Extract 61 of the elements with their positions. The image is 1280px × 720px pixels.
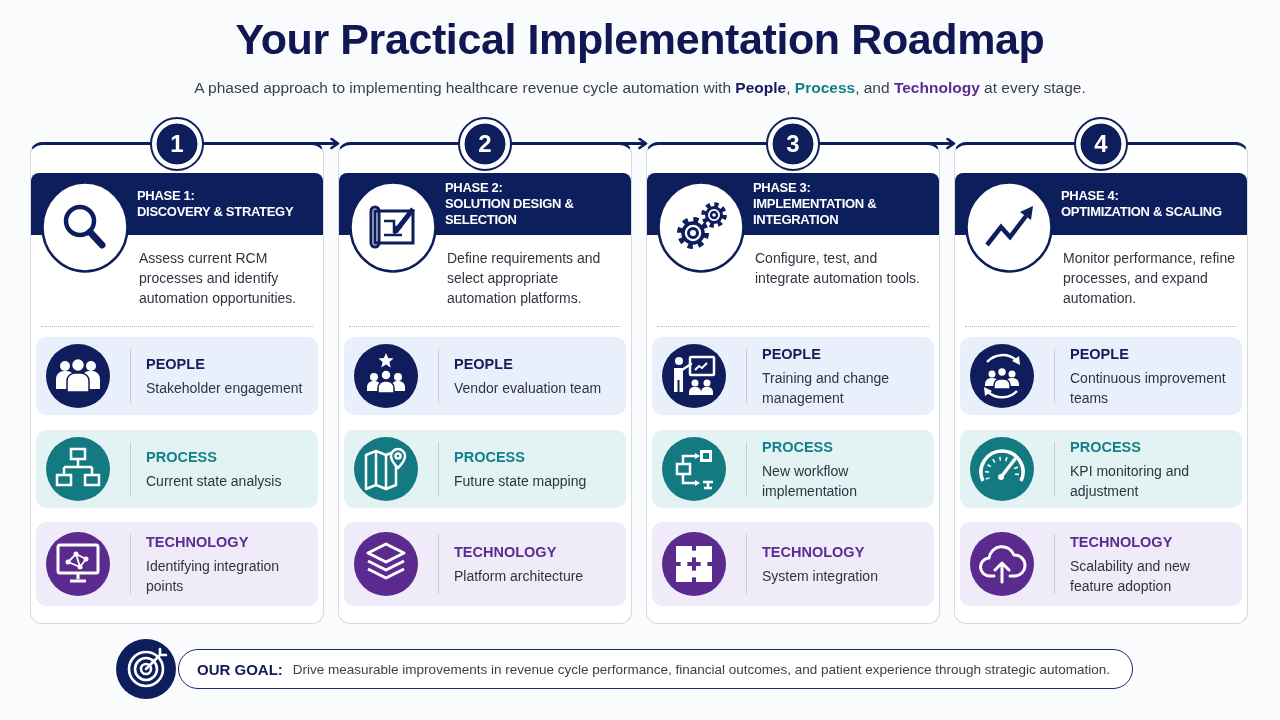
category-description: System integration — [762, 566, 878, 586]
phase-title: SOLUTION DESIGN & SELECTION — [445, 196, 575, 228]
category-panel — [344, 430, 626, 508]
category-panel — [652, 522, 934, 606]
phase-number: PHASE 4: — [1061, 188, 1119, 204]
step-number: 4 — [1094, 129, 1108, 158]
goal-heading: OUR GOAL: — [197, 660, 283, 678]
phase-title: OPTIMIZATION & SCALING — [1061, 204, 1222, 220]
category-panel — [36, 522, 318, 606]
category-description: Stakeholder engagement — [146, 378, 303, 398]
category-heading: PEOPLE — [454, 354, 513, 373]
category-description: Vendor evaluation team — [454, 378, 602, 398]
category-heading: PROCESS — [146, 447, 217, 466]
category-heading: TECHNOLOGY — [762, 542, 865, 561]
category-heading: TECHNOLOGY — [146, 532, 249, 551]
goal-banner — [178, 649, 1133, 689]
step-number: 2 — [478, 129, 492, 158]
category-panel — [36, 430, 318, 508]
category-description: Training and change management — [762, 368, 891, 408]
category-description: Current state analysis — [146, 471, 282, 491]
step-circle — [150, 116, 204, 171]
subtitle: A phased approach to implementing healthcare revenue cycle automation with People, Process, and Technology at every stage. — [194, 78, 1086, 98]
category-heading: PEOPLE — [762, 344, 821, 363]
category-heading: PROCESS — [762, 437, 833, 456]
goal-text: Drive measurable improvements in revenue cycle performance, financial outcomes, and patient experience through strategic automation. — [292, 661, 1110, 677]
category-panel — [960, 430, 1242, 508]
category-panel — [344, 337, 626, 415]
category-panel — [652, 337, 934, 415]
category-description: Future state mapping — [454, 471, 587, 491]
category-heading: TECHNOLOGY — [454, 542, 557, 561]
category-panel — [652, 430, 934, 508]
phase-title: DISCOVERY & STRATEGY — [137, 204, 294, 220]
step-circle — [458, 116, 512, 171]
step-number: 3 — [786, 129, 800, 158]
title: Your Practical Implementation Roadmap — [235, 14, 1045, 64]
phase-description: Assess current RCM processes and identify automation opportunities. — [139, 249, 298, 308]
category-description: New workflow implementation — [762, 461, 858, 501]
category-heading: PEOPLE — [1070, 344, 1129, 363]
category-heading: PROCESS — [454, 447, 525, 466]
step-circle — [1074, 116, 1128, 171]
category-panel — [960, 522, 1242, 606]
category-panel — [344, 522, 626, 606]
step-number: 1 — [170, 129, 184, 158]
category-description: KPI monitoring and adjustment — [1070, 461, 1191, 501]
category-panel — [960, 337, 1242, 415]
category-heading: TECHNOLOGY — [1070, 532, 1173, 551]
category-heading: PROCESS — [1070, 437, 1141, 456]
category-description: Platform architecture — [454, 566, 584, 586]
phase-description: Define requirements and select appropriate automation platforms. — [447, 249, 602, 308]
phase-title: IMPLEMENTATION & INTEGRATION — [753, 196, 878, 228]
category-description: Identifying integration points — [146, 556, 281, 596]
phase-number: PHASE 2: — [445, 180, 503, 196]
step-circle — [766, 116, 820, 171]
phase-number: PHASE 1: — [137, 188, 195, 204]
phase-description: Monitor performance, refine processes, and expand automation. — [1063, 249, 1236, 308]
category-description: Continuous improvement teams — [1070, 368, 1227, 408]
category-heading: PEOPLE — [146, 354, 205, 373]
phase-description: Configure, test, and integrate automation tools. — [755, 249, 921, 288]
phase-number: PHASE 3: — [753, 180, 811, 196]
category-panel — [36, 337, 318, 415]
category-description: Scalability and new feature adoption — [1070, 556, 1191, 596]
